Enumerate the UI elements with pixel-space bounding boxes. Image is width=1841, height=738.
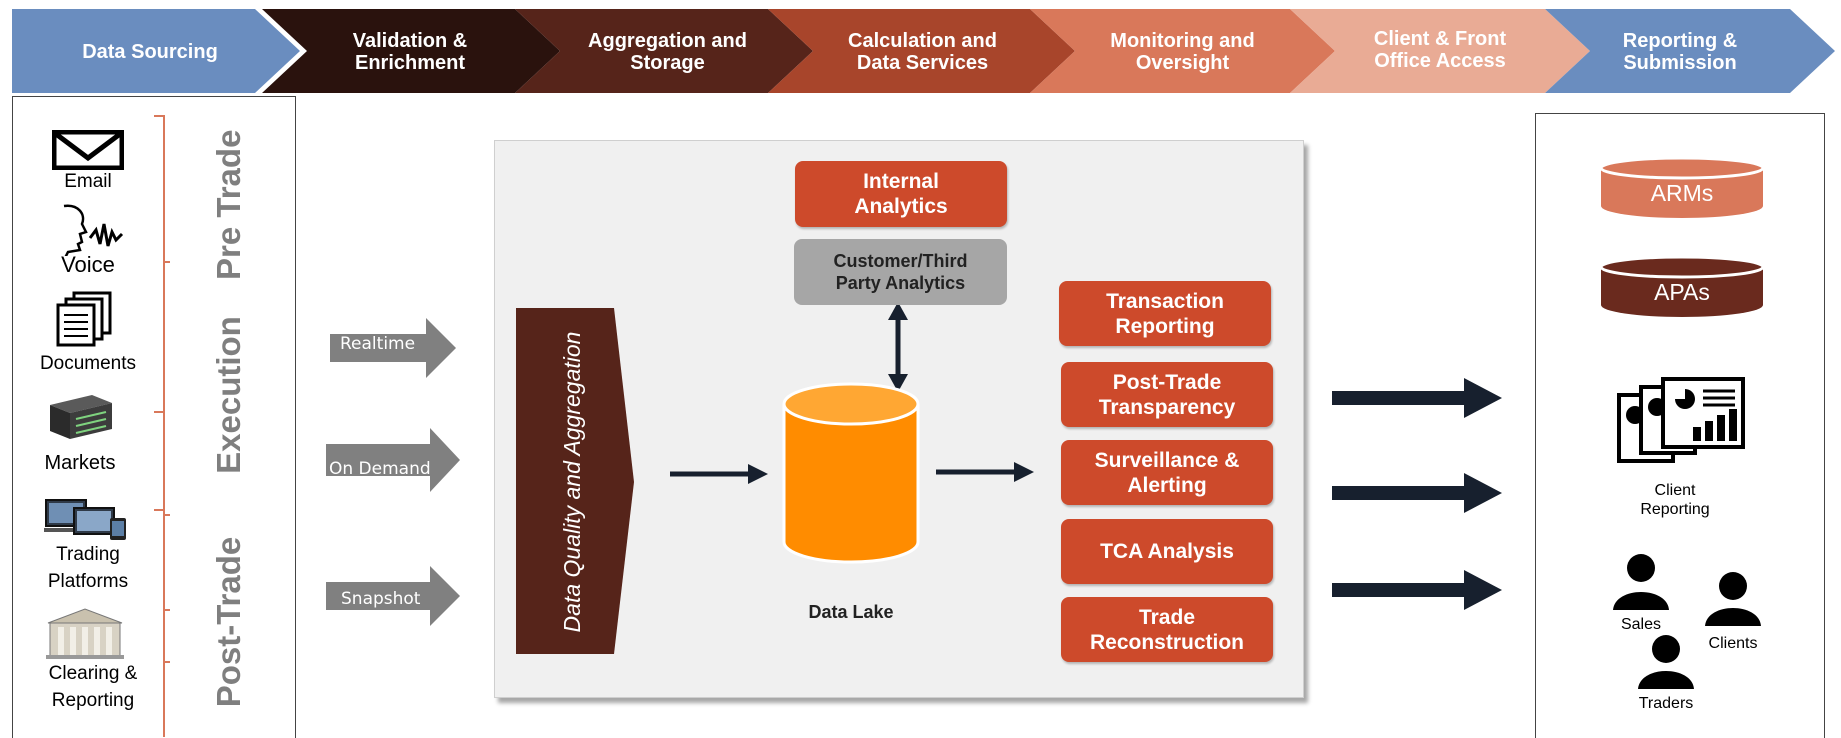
source-label-markets: Markets	[44, 452, 116, 474]
service-surveillance-alerting: Surveillance & Alerting	[1061, 440, 1273, 505]
person-icon-traders	[1638, 635, 1694, 689]
stage-chevron-aggregation	[515, 9, 813, 93]
flow-label-realtime: Realtime	[340, 334, 416, 354]
stage-label-data-sourcing: Data Sourcing	[82, 41, 218, 63]
stage-label-calculation: Calculation and Data Services	[848, 30, 997, 74]
output-arrows	[1332, 378, 1502, 610]
building-icon	[46, 608, 124, 659]
person-icon-sales	[1613, 554, 1669, 610]
documents-icon	[56, 291, 112, 347]
stage-chevron-monitoring	[1030, 9, 1335, 93]
stage-chevron-reporting	[1545, 9, 1835, 93]
client-reporting-icon	[1617, 377, 1745, 463]
person-label-traders: Traders	[1638, 695, 1694, 712]
flow-arrows	[326, 318, 460, 626]
stage-chevron-data-sourcing	[12, 9, 300, 93]
service-post-trade-transparency: Post-Trade Transparency	[1061, 362, 1273, 427]
source-label-voice: Voice	[61, 252, 115, 277]
flow-label-snapshot: Snapshot	[341, 589, 421, 609]
service-tca-analysis: TCA Analysis	[1061, 519, 1273, 584]
service-transaction-reporting: Transaction Reporting	[1059, 281, 1271, 346]
person-icon-clients	[1705, 572, 1761, 626]
dqa-label: Data Quality and Aggregation	[559, 331, 585, 633]
internal-analytics-box: Internal Analytics	[795, 161, 1007, 227]
phase-label-execution: Execution	[210, 316, 247, 474]
arms-cylinder-icon	[1599, 156, 1765, 218]
source-label-documents: Documents	[39, 353, 137, 374]
client-reporting-label: Client Reporting	[1640, 482, 1710, 518]
stage-chevron-client-access	[1290, 9, 1590, 93]
process-chevron-bar	[12, 9, 1835, 93]
stage-label-aggregation: Aggregation and Storage	[588, 30, 747, 74]
speaking-head-icon	[63, 204, 124, 256]
stage-label-validation: Validation & Enrichment	[352, 30, 468, 74]
stage-label-monitoring: Monitoring and Oversight	[1110, 30, 1255, 74]
source-label-email: Email	[64, 171, 112, 192]
server-icon	[50, 395, 112, 439]
stage-chevron-validation	[262, 9, 560, 93]
data-lake-cylinder	[782, 382, 920, 564]
stage-chevron-calculation	[768, 9, 1075, 93]
apas-label: APAs	[1654, 279, 1710, 305]
phase-label-pre-trade: Pre Trade	[210, 129, 247, 280]
person-label-sales: Sales	[1620, 616, 1662, 633]
apas-cylinder-icon	[1599, 255, 1765, 317]
dqa-block	[516, 308, 634, 654]
flow-arrow-snapshot	[326, 566, 460, 626]
third-party-analytics-box: Customer/Third Party Analytics	[794, 239, 1007, 305]
arms-label: ARMs	[1650, 180, 1714, 206]
source-label-clearing: Clearing & Reporting	[48, 663, 138, 711]
service-trade-reconstruction: Trade Reconstruction	[1061, 597, 1273, 662]
data-lake-label: Data Lake	[808, 602, 894, 622]
phase-label-post-trade: Post-Trade	[210, 536, 247, 708]
stage-label-reporting: Reporting & Submission	[1622, 30, 1738, 74]
source-label-trading-platforms: Trading Platforms	[47, 544, 129, 592]
flow-arrow-on-demand	[326, 428, 460, 492]
lake-flow-arrows	[670, 302, 1034, 484]
devices-icon	[44, 499, 126, 540]
envelope-icon	[52, 130, 124, 170]
flow-arrow-realtime	[330, 318, 456, 378]
person-label-clients: Clients	[1708, 635, 1758, 652]
phase-brackets	[154, 115, 170, 737]
flow-label-on-demand: On Demand	[329, 459, 431, 479]
stage-label-client-access: Client & Front Office Access	[1373, 28, 1507, 72]
